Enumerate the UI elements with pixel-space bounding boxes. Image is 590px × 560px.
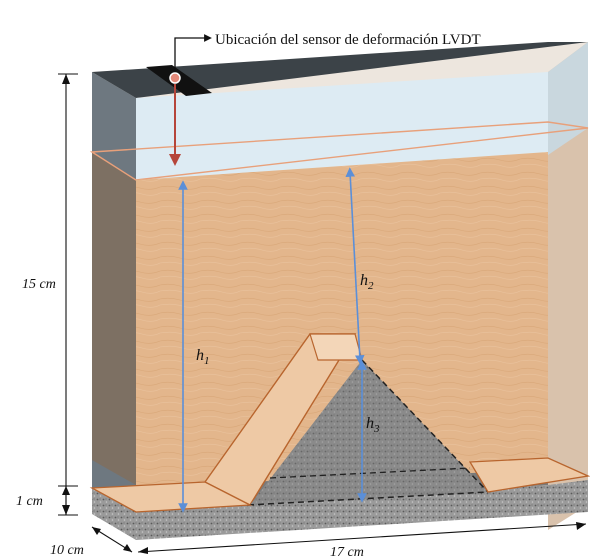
right-toe-berm (468, 457, 590, 493)
h1-label: h1 (196, 347, 210, 367)
dam-core-texture (250, 360, 488, 505)
dam-core-right-edge (361, 359, 489, 493)
water-surface-outline (89, 121, 589, 181)
depth-dim-arrow-b (123, 544, 132, 552)
water-layer (136, 72, 548, 180)
lvdt-sensor-point (169, 72, 181, 84)
h2-label: h2 (360, 272, 374, 292)
soil-layer (136, 152, 548, 512)
width-label: 17 cm (330, 545, 364, 560)
gravel-base-front (136, 480, 588, 540)
box-left-soil (92, 152, 136, 485)
h3-label: h3 (366, 415, 380, 435)
depth-dim-arrow-a (92, 527, 101, 535)
depth-label: 10 cm (50, 543, 84, 558)
left-toe-berm (89, 481, 253, 513)
box-top-rim (92, 42, 588, 98)
dam-crest (309, 333, 363, 361)
base-dim-arrow-top (62, 486, 70, 495)
dam-core-base-line (247, 491, 489, 506)
dam-core-mid-line (269, 467, 471, 479)
gravel-base (92, 488, 136, 540)
height-dim-arrow-top (62, 74, 70, 84)
width-dim-arrow-b (576, 522, 586, 530)
h2-arrow (345, 167, 365, 365)
base-label: 1 cm (16, 494, 43, 509)
sensor-label: Ubicación del sensor de deformación LVDT (215, 32, 481, 48)
width-dim-line (137, 523, 587, 553)
height-label: 15 cm (22, 277, 56, 292)
sensor-callout-line (174, 34, 212, 70)
box-right-face (548, 42, 588, 530)
width-dim-arrow-a (138, 547, 148, 554)
